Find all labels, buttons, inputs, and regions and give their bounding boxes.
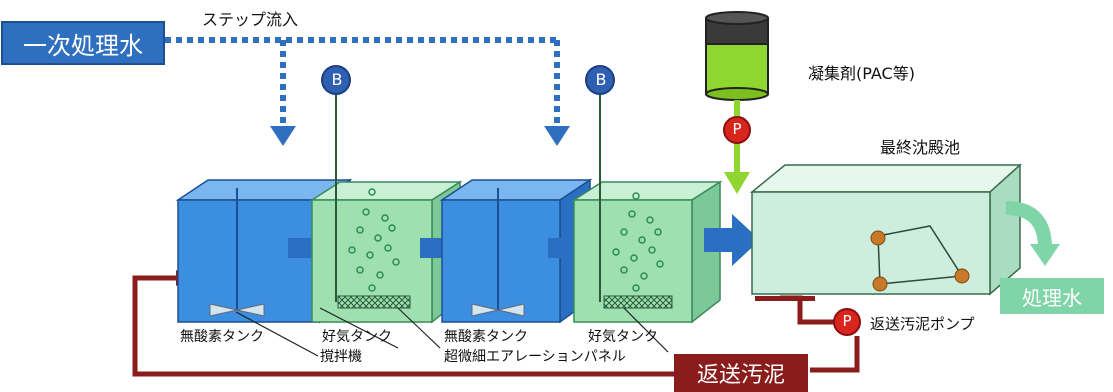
return-sludge-pump bbox=[833, 308, 861, 336]
anoxic-tank-2-label: 無酸素タンク bbox=[444, 329, 528, 345]
coagulant-pump-label: P bbox=[732, 120, 742, 138]
final-settling-tank bbox=[749, 163, 1022, 296]
return-sludge-pump-label: 返送汚泥ポンプ bbox=[870, 315, 975, 333]
primary-effluent-box bbox=[1, 21, 165, 65]
coagulant-tank bbox=[705, 11, 769, 194]
return-sludge-box bbox=[674, 354, 808, 392]
blower-1 bbox=[321, 65, 351, 95]
aerobic-tank-2-label: 好気タンク bbox=[588, 329, 658, 345]
final-settling-tank-label: 最終沈殿池 bbox=[880, 138, 961, 157]
blower-1-label: B bbox=[331, 70, 343, 89]
flow-arrow-4 bbox=[704, 214, 760, 266]
step-inflow-label: ステップ流入 bbox=[202, 10, 299, 29]
primary-effluent-label: 一次処理水 bbox=[23, 31, 143, 60]
aerobic-tank-2 bbox=[571, 92, 723, 324]
treated-water-label: 処理水 bbox=[1022, 285, 1082, 310]
return-sludge-label: 返送汚泥 bbox=[696, 363, 785, 388]
blower-2-label: B bbox=[595, 70, 607, 89]
blower-2 bbox=[585, 65, 615, 95]
aerobic-tank-1 bbox=[309, 92, 463, 324]
coagulant-label: 凝集剤(PAC等) bbox=[808, 64, 915, 83]
mixer-label: 撹拌機 bbox=[320, 349, 362, 365]
return-pump-label: P bbox=[842, 312, 852, 330]
treated-water-arrow bbox=[1005, 201, 1060, 266]
anoxic-tank-1-label: 無酸素タンク bbox=[180, 329, 264, 345]
coagulant-pump bbox=[723, 116, 751, 144]
diffuser-panel-label: 超微細エアレーションパネル bbox=[444, 349, 626, 365]
treated-water-box bbox=[1000, 278, 1104, 314]
step-inflow-lines bbox=[165, 37, 570, 146]
leader-lines bbox=[235, 307, 669, 357]
aerobic-tank-1-label: 好気タンク bbox=[322, 329, 392, 345]
